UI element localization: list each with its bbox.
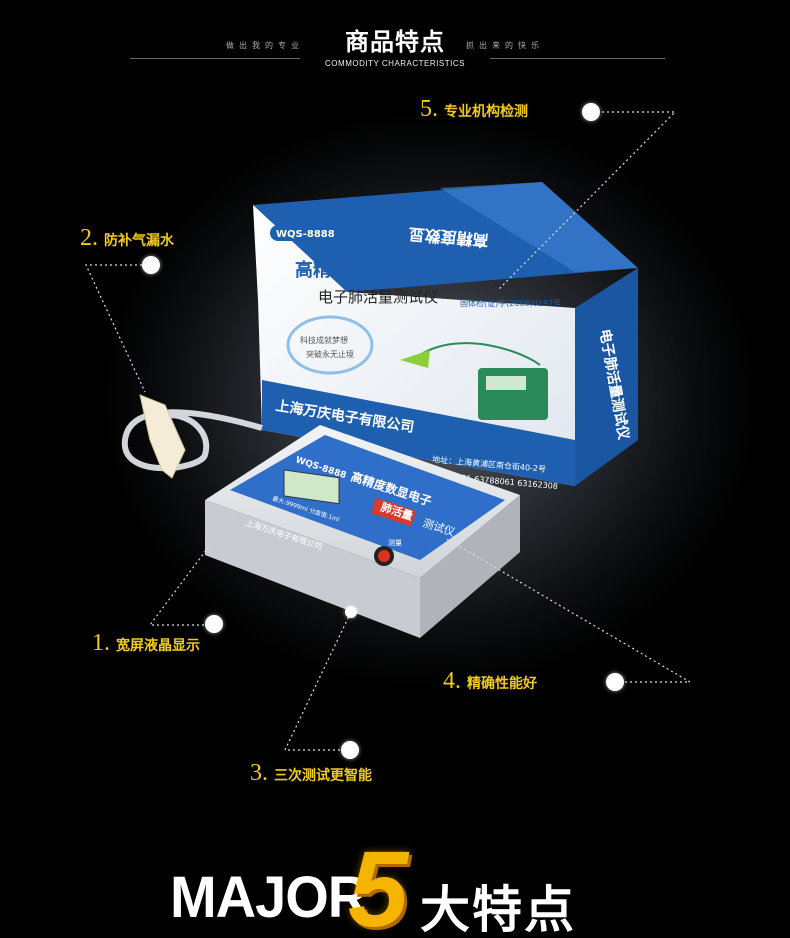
- leader-lines: [85, 111, 693, 751]
- leader-line-5: [497, 111, 677, 291]
- device-edge-dot: [345, 606, 357, 618]
- box-title: 高精度数显: [295, 259, 385, 281]
- feature-4-number: 4.: [443, 668, 461, 694]
- box-mini-tube: [419, 342, 541, 366]
- box-slogan-2: 突破永无止境: [306, 349, 354, 359]
- box-subtitle: 电子肺活量测试仪: [318, 288, 438, 306]
- header-left-small: 做出我的专业: [226, 41, 304, 50]
- box-top-stripe: [440, 182, 638, 272]
- feature-5-number: 5.: [420, 96, 438, 122]
- feature-1-label: 宽屏液晶显示: [116, 638, 200, 654]
- feature-2: 2. 防补气漏水: [80, 225, 174, 252]
- device-front: [205, 500, 420, 638]
- leader-line-3: [284, 613, 351, 751]
- box-side-face: [575, 268, 638, 486]
- leader-line-1: [148, 544, 214, 626]
- page-title: 商品特点: [345, 28, 445, 56]
- device-screen: [283, 469, 340, 505]
- feature-1-number: 1.: [92, 630, 110, 656]
- leader-line-4: [444, 537, 693, 683]
- header-line-right: [490, 58, 665, 59]
- feature-5-label: 专业机构检测: [444, 104, 528, 120]
- five-numeral: 5: [348, 828, 409, 938]
- device-button-label: 测量: [388, 539, 402, 547]
- feature-3-number: 3.: [250, 760, 268, 786]
- device-tag-bg: [371, 497, 416, 527]
- feature-5: 5. 专业机构检测: [420, 96, 528, 123]
- box-slogan-1: 科技成就梦想: [300, 335, 348, 345]
- device-side: [420, 495, 520, 638]
- major-text: MAJOR: [170, 863, 368, 930]
- box-cert: 国体检(证)字(2008)0197号: [460, 298, 561, 308]
- box-model: WQS-8888: [276, 229, 335, 240]
- leader-line-2: [85, 264, 152, 393]
- callout-dot-1[interactable]: [205, 615, 223, 633]
- device-panel: [230, 435, 505, 560]
- callout-dot-2[interactable]: [142, 256, 160, 274]
- feature-1: 1. 宽屏液晶显示: [92, 630, 200, 657]
- callout-dot-5[interactable]: [582, 103, 600, 121]
- callout-dot-4[interactable]: [606, 673, 624, 691]
- box-mini-screen: [486, 376, 526, 390]
- feature-4: 4. 精确性能好: [443, 668, 537, 695]
- header-right-small: 抓出来的快乐: [466, 41, 544, 50]
- box-mini-mouthpiece: [400, 350, 430, 368]
- tube: [121, 409, 263, 472]
- box-mini-device: [478, 368, 548, 420]
- feature-2-label: 防补气漏水: [104, 233, 174, 249]
- callout-dot-3[interactable]: [341, 741, 359, 759]
- box-slogan-badge: [286, 315, 374, 375]
- feature-2-number: 2.: [80, 225, 98, 251]
- feature-3-label: 三次测试更智能: [274, 768, 372, 784]
- features-count-text: 大特点: [420, 881, 576, 938]
- bottom-title: MAJOR 5 大特点: [150, 828, 650, 938]
- device-power-button[interactable]: [378, 550, 390, 562]
- box-front-bottom-band: [262, 380, 575, 486]
- box-logo-badge: [270, 225, 340, 241]
- mouthpiece: [139, 394, 186, 479]
- page-subtitle: COMMODITY CHARACTERISTICS: [325, 59, 465, 68]
- feature-3: 3. 三次测试更智能: [250, 760, 372, 787]
- feature-4-label: 精确性能好: [467, 676, 537, 692]
- header-line-left: [130, 58, 300, 59]
